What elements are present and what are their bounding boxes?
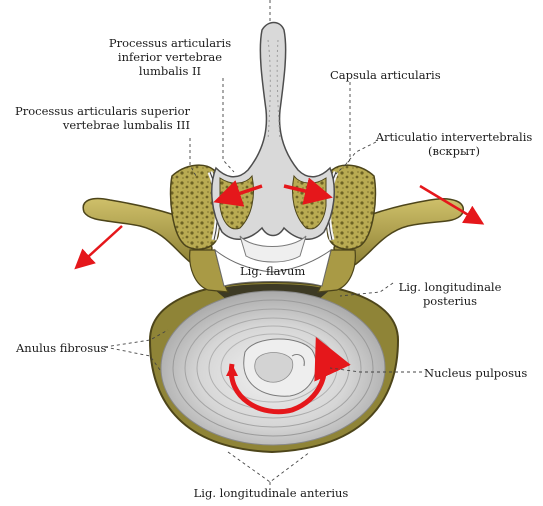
label-line: Lig. flavum: [240, 264, 305, 278]
label-line: Lig. longitudinale anterius: [168, 486, 374, 500]
label-line: Anulus fibrosus: [16, 341, 106, 355]
label-line: Processus articularis superior: [8, 104, 190, 118]
label-line: Articulatio intervertebralis: [366, 130, 542, 144]
label-proc-inferior: Processus articularis inferior vertebrae…: [104, 36, 236, 78]
label-line: lumbalis II: [104, 64, 236, 78]
label-line: Lig. longitudinale: [392, 280, 508, 294]
label-nucleus: Nucleus pulposus: [424, 366, 527, 380]
intervertebral-disc: [161, 291, 385, 445]
label-line: Processus articularis: [104, 36, 236, 50]
label-line: Nucleus pulposus: [424, 366, 527, 380]
label-lig-flavum: Lig. flavum: [240, 264, 305, 278]
label-line: Capsula articularis: [330, 68, 441, 82]
label-capsula: Capsula articularis: [330, 68, 441, 82]
label-anulus: Anulus fibrosus: [16, 341, 106, 355]
label-line: posterius: [392, 294, 508, 308]
label-proc-superior: Processus articularis superior vertebrae…: [8, 104, 190, 132]
label-line: (вскрыт): [366, 144, 542, 158]
label-line: inferior vertebrae: [104, 50, 236, 64]
ligamentum-flavum: [240, 236, 306, 262]
label-lig-post: Lig. longitudinale posterius: [392, 280, 508, 308]
label-articulatio: Articulatio intervertebralis (вскрыт): [366, 130, 542, 158]
label-lig-ant: Lig. longitudinale anterius: [168, 486, 374, 500]
label-line: vertebrae lumbalis III: [8, 118, 190, 132]
